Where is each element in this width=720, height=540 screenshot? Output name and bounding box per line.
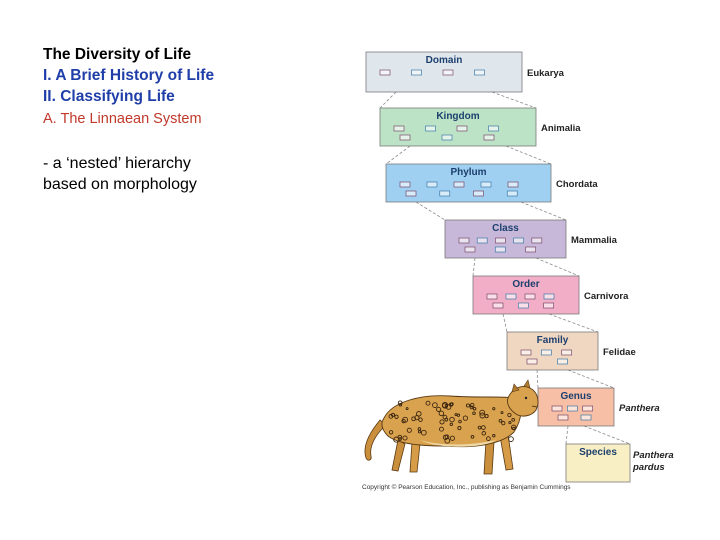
connector-line <box>492 92 536 108</box>
member-group-mark <box>544 303 554 308</box>
member-group-mark <box>495 247 505 252</box>
member-group-mark <box>525 294 535 299</box>
member-group-mark <box>474 191 484 196</box>
rank-label: Family <box>537 335 569 346</box>
copyright-credit: Copyright © Pearson Education, Inc., pub… <box>362 484 571 491</box>
taxon-label: Mammalia <box>571 235 618 246</box>
member-group-mark <box>558 359 568 364</box>
member-group-mark <box>484 135 494 140</box>
taxon-label: Carnivora <box>584 291 629 302</box>
connector-line <box>521 202 566 220</box>
connector-line <box>584 426 630 444</box>
member-group-mark <box>454 182 464 187</box>
taxon-label: Animalia <box>541 123 581 134</box>
connector-line <box>549 314 598 332</box>
rank-label: Genus <box>560 391 592 402</box>
member-group-mark <box>493 303 503 308</box>
member-group-mark <box>506 294 516 299</box>
member-group-mark <box>459 238 469 243</box>
connector-line <box>380 92 396 108</box>
member-group-mark <box>527 359 537 364</box>
member-group-mark <box>481 182 491 187</box>
taxon-label: Panthera <box>619 403 660 414</box>
rank-label: Domain <box>426 55 463 66</box>
rank-label: Order <box>512 279 539 290</box>
connector-line <box>473 258 475 276</box>
member-group-mark <box>406 191 416 196</box>
member-group-mark <box>427 182 437 187</box>
rank-label: Phylum <box>450 167 486 178</box>
member-group-mark <box>508 182 518 187</box>
member-group-mark <box>541 350 551 355</box>
member-group-mark <box>380 70 390 75</box>
member-group-mark <box>567 406 577 411</box>
member-group-mark <box>412 70 422 75</box>
member-group-mark <box>526 247 536 252</box>
member-group-mark <box>532 238 542 243</box>
leopard-spot <box>509 437 514 442</box>
member-group-mark <box>552 406 562 411</box>
member-group-mark <box>457 126 467 131</box>
connector-line <box>537 370 538 388</box>
member-group-mark <box>518 303 528 308</box>
taxon-label: Chordata <box>556 179 598 190</box>
rank-label: Species <box>579 447 617 458</box>
member-group-mark <box>465 247 475 252</box>
connector-line <box>503 314 507 332</box>
member-group-mark <box>562 350 572 355</box>
member-group-mark <box>477 238 487 243</box>
taxon-label: pardus <box>632 462 665 473</box>
connector-line <box>386 146 410 164</box>
taxon-label: Panthera <box>633 450 674 461</box>
member-group-mark <box>394 126 404 131</box>
member-group-mark <box>544 294 554 299</box>
connector-line <box>536 258 579 276</box>
connector-line <box>416 202 445 220</box>
member-group-mark <box>583 406 593 411</box>
member-group-mark <box>443 70 453 75</box>
member-group-mark <box>400 182 410 187</box>
level-domain: DomainEukarya <box>366 52 565 92</box>
connector-line <box>566 426 568 444</box>
member-group-mark <box>521 350 531 355</box>
member-group-mark <box>442 135 452 140</box>
taxon-label: Eukarya <box>527 68 565 79</box>
member-group-mark <box>426 126 436 131</box>
member-group-mark <box>489 126 499 131</box>
taxon-label: Felidae <box>603 347 636 358</box>
member-group-mark <box>475 70 485 75</box>
member-group-mark <box>487 294 497 299</box>
member-group-mark <box>581 415 591 420</box>
rank-label: Kingdom <box>436 111 479 122</box>
level-species: Species Pantherapardus <box>566 444 674 482</box>
leopard-illustration <box>365 380 538 474</box>
member-group-mark <box>495 238 505 243</box>
connector-line <box>568 370 614 388</box>
rank-label: Class <box>492 223 519 234</box>
member-group-mark <box>400 135 410 140</box>
member-group-mark <box>507 191 517 196</box>
member-group-mark <box>440 191 450 196</box>
member-group-mark <box>514 238 524 243</box>
connector-line <box>506 146 551 164</box>
member-group-mark <box>558 415 568 420</box>
